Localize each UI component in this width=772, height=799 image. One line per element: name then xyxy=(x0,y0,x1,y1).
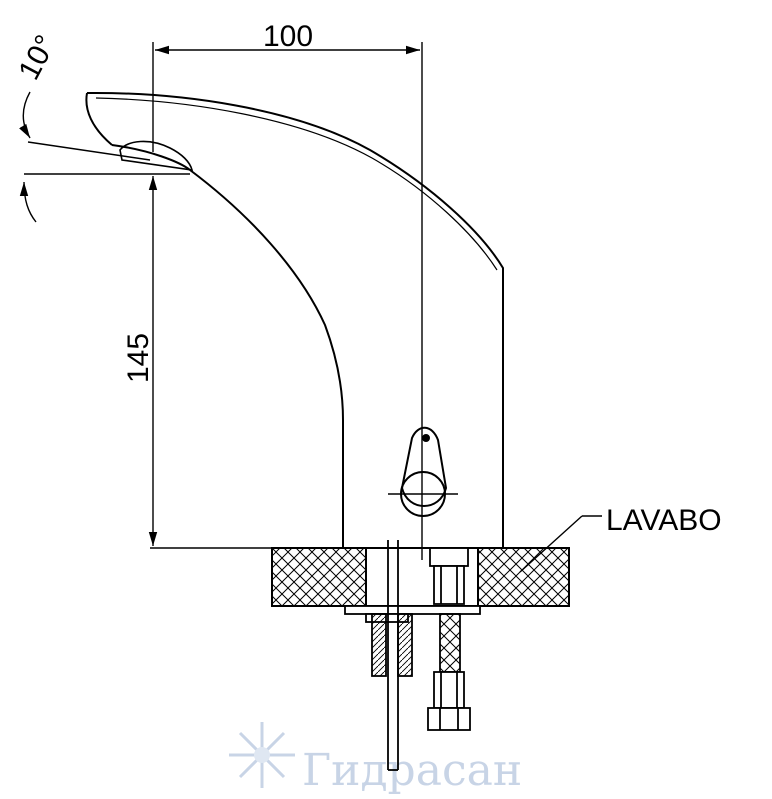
angle-dimension xyxy=(19,91,151,223)
width-dimension xyxy=(152,42,423,560)
height-dimension-label: 145 xyxy=(122,333,155,383)
basin-callout-label: LAVABO xyxy=(606,504,722,537)
watermark-star-icon xyxy=(229,722,295,788)
basin-callout xyxy=(519,515,602,573)
height-dimension xyxy=(24,173,560,549)
faucet-body xyxy=(85,91,504,548)
angle-dimension-label: 10° xyxy=(12,30,62,86)
basin-section xyxy=(271,547,570,607)
mounting-assembly xyxy=(344,540,481,771)
flexible-hose xyxy=(427,547,471,731)
watermark: Гидрасан xyxy=(229,722,522,796)
width-dimension-label: 100 xyxy=(263,20,313,53)
watermark-text: Гидрасан xyxy=(302,745,522,796)
